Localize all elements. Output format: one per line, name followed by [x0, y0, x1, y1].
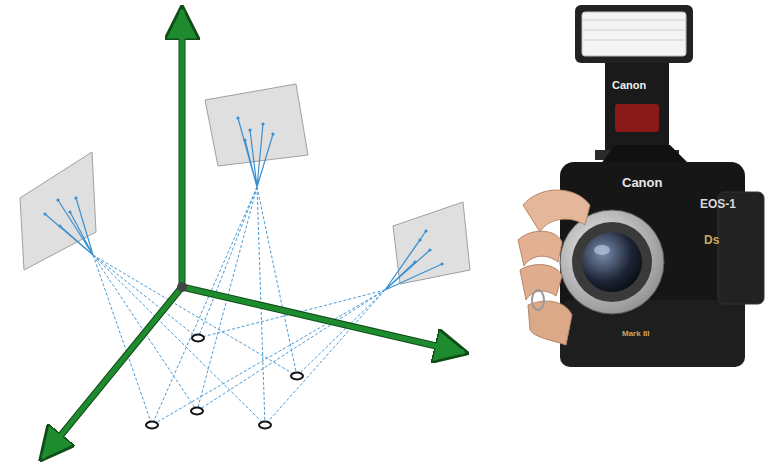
brand-text: Ds [704, 234, 719, 246]
brand-text: EOS-1 [700, 198, 736, 210]
image-points [43, 116, 443, 265]
brand-text: Canon [622, 176, 662, 189]
image-rays [45, 118, 442, 290]
coordinate-axes [44, 12, 462, 456]
camera-photo [518, 5, 764, 367]
brand-text: Canon [612, 80, 646, 91]
image-planes [20, 84, 470, 284]
brand-text: Mark III [622, 330, 650, 338]
projection-rays [93, 187, 385, 425]
scene-points [146, 335, 303, 429]
